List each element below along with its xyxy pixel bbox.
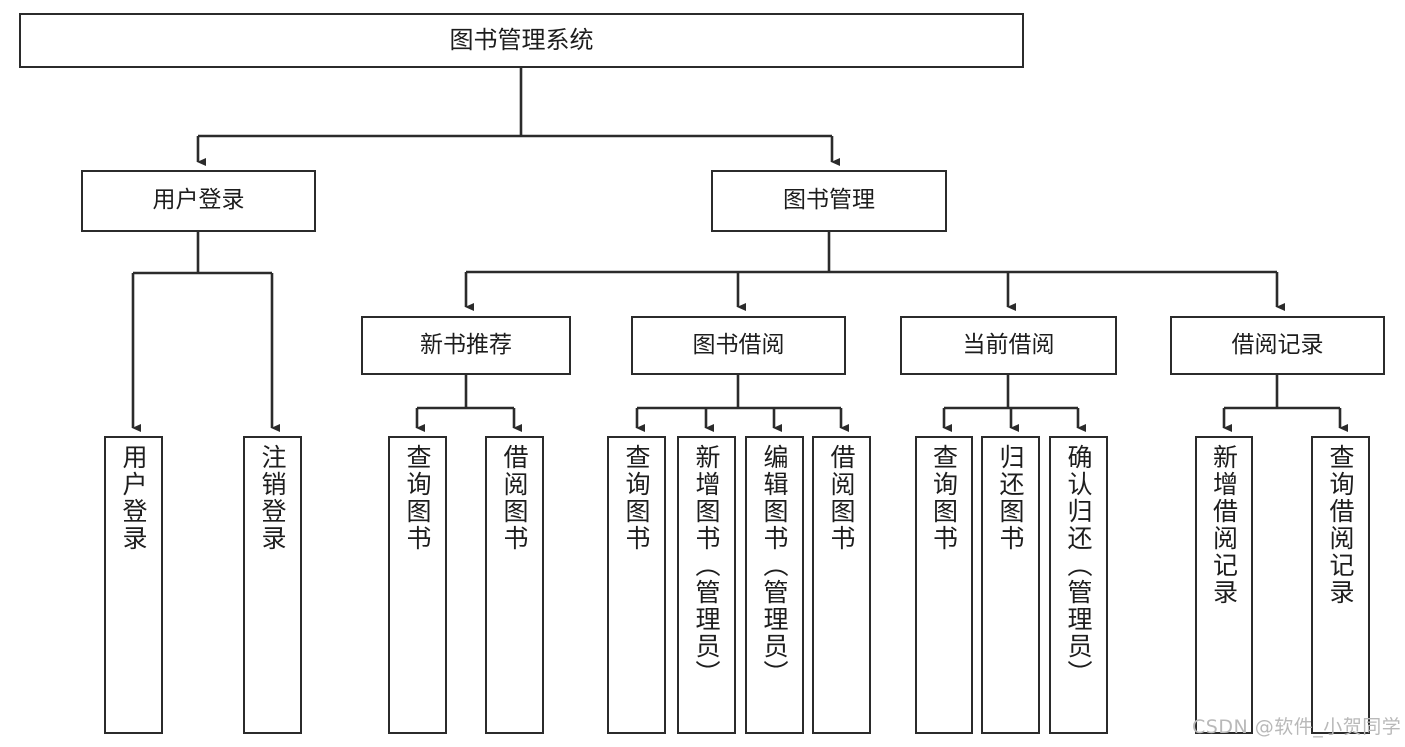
node-label: 确认归还（管理员） (1064, 444, 1093, 687)
leaf-book-borrow-query[interactable]: 查询图书 (607, 436, 666, 734)
node-label: 查询图书 (403, 444, 432, 552)
node-label: 用户登录 (119, 444, 148, 552)
leaf-current-borrow-query[interactable]: 查询图书 (915, 436, 973, 734)
node-label: 图书管理 (783, 187, 875, 214)
node-label: 编辑图书（管理员） (760, 444, 789, 687)
leaf-book-borrow-add[interactable]: 新增图书（管理员） (677, 436, 736, 734)
node-book-management[interactable]: 图书管理 (711, 170, 947, 232)
node-label: 查询图书 (929, 444, 959, 552)
node-label: 新增图书（管理员） (692, 444, 721, 687)
node-label: 借阅图书 (827, 444, 856, 552)
node-label: 图书借阅 (692, 331, 785, 358)
leaf-current-borrow-return[interactable]: 归还图书 (981, 436, 1040, 734)
leaf-new-book-query[interactable]: 查询图书 (388, 436, 447, 734)
node-label: 借阅图书 (500, 444, 529, 552)
node-current-borrow[interactable]: 当前借阅 (900, 316, 1117, 375)
node-label: 查询借阅记录 (1326, 444, 1355, 606)
node-new-book-recommend[interactable]: 新书推荐 (361, 316, 571, 375)
leaf-borrow-record-add[interactable]: 新增借阅记录 (1195, 436, 1253, 734)
node-root-book-management-system[interactable]: 图书管理系统 (19, 13, 1024, 68)
node-label: 借阅记录 (1231, 331, 1324, 358)
node-label: 当前借阅 (962, 331, 1055, 358)
leaf-current-borrow-confirm-return[interactable]: 确认归还（管理员） (1049, 436, 1108, 734)
node-label: 新增借阅记录 (1209, 444, 1239, 606)
node-label: 用户登录 (152, 187, 245, 214)
node-label: 查询图书 (622, 444, 651, 552)
leaf-borrow-record-query[interactable]: 查询借阅记录 (1311, 436, 1370, 734)
leaf-user-login-logout[interactable]: 注销登录 (243, 436, 302, 734)
leaf-user-login-login[interactable]: 用户登录 (104, 436, 163, 734)
node-label: 新书推荐 (420, 331, 512, 358)
node-label: 图书管理系统 (449, 26, 594, 55)
node-book-borrow[interactable]: 图书借阅 (631, 316, 846, 375)
leaf-book-borrow-borrow[interactable]: 借阅图书 (812, 436, 871, 734)
csdn-watermark: CSDN @软件_小贺同学 (1192, 716, 1402, 738)
leaf-book-borrow-edit[interactable]: 编辑图书（管理员） (745, 436, 804, 734)
node-borrow-record[interactable]: 借阅记录 (1170, 316, 1385, 375)
node-label: 注销登录 (258, 444, 287, 552)
leaf-new-book-borrow[interactable]: 借阅图书 (485, 436, 544, 734)
node-label: 归还图书 (996, 444, 1025, 552)
node-user-login[interactable]: 用户登录 (81, 170, 316, 232)
